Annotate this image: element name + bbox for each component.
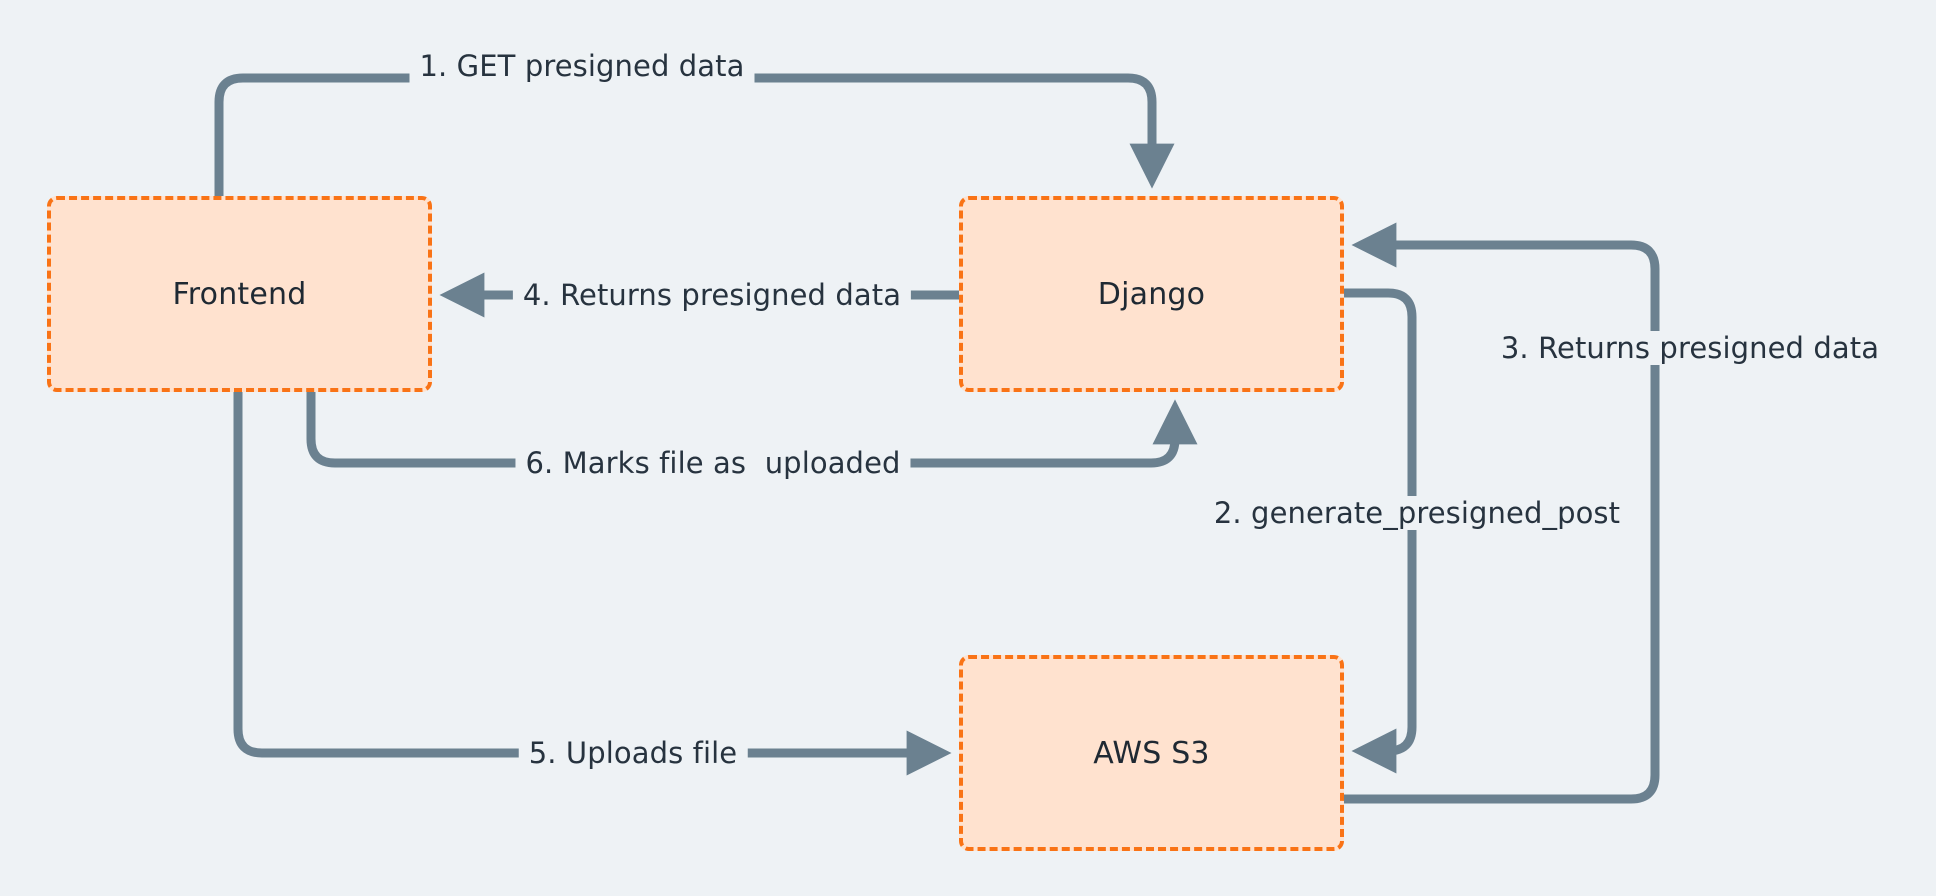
node-aws-s3-label: AWS S3 bbox=[1093, 735, 1210, 771]
node-frontend[interactable]: Frontend bbox=[47, 196, 432, 392]
edge-label-1: 1. GET presigned data bbox=[409, 49, 755, 83]
edge-label-4: 4. Returns presigned data bbox=[512, 278, 912, 312]
edge-label-5: 5. Uploads file bbox=[518, 736, 748, 770]
edge-path-5 bbox=[233, 387, 952, 776]
edge-path-3 bbox=[1339, 222, 1660, 804]
edge-label-6: 6. Marks file as uploaded bbox=[515, 446, 911, 480]
node-aws-s3[interactable]: AWS S3 bbox=[959, 655, 1344, 851]
node-frontend-label: Frontend bbox=[172, 276, 307, 312]
edge-path-1 bbox=[214, 73, 1175, 201]
edge-label-3: 3. Returns presigned data bbox=[1490, 331, 1890, 365]
node-django[interactable]: Django bbox=[959, 196, 1344, 392]
node-django-label: Django bbox=[1097, 276, 1206, 312]
edge-label-2: 2. generate_presigned_post bbox=[1203, 496, 1631, 530]
